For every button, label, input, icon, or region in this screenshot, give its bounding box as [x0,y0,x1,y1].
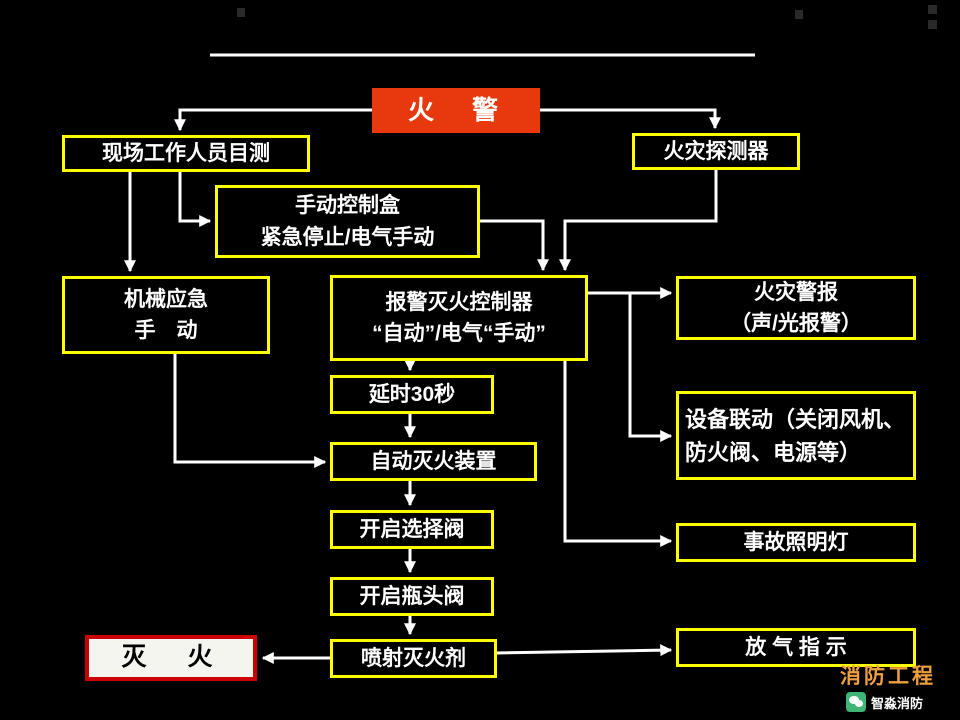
node-bottle-valve-label: 开启瓶头阀 [359,584,465,608]
watermark-brand-text: 消防工程 [840,665,936,688]
node-auto-extinguisher-label: 自动灭火装置 [370,449,497,473]
node-select-valve-label: 开启选择阀 [359,517,465,541]
node-visual-check: 现场工作人员目测 [62,135,310,172]
node-manual-control-box: 手动控制盒 紧急停止/电气手动 [215,185,480,258]
node-controller-line1: 报警灭火控制器 [385,290,533,314]
node-spray-agent-label: 喷射灭火剂 [361,646,466,670]
node-controller: 报警灭火控制器 “自动”/电气“手动” [330,275,588,361]
node-fire-alarm-label: 火 警 [407,95,504,125]
node-bottle-valve: 开启瓶头阀 [330,577,494,616]
node-mechanical-manual-line1: 机械应急 [124,287,208,311]
node-select-valve: 开启选择阀 [330,510,494,549]
node-equipment-linkage-label: 设备联动（关闭风机、防火阀、电源等） [685,406,906,465]
node-fire-alarm: 火 警 [372,88,540,133]
node-accident-light: 事故照明灯 [676,523,916,562]
node-visual-check-label: 现场工作人员目测 [102,141,270,165]
node-fire-warning-line1: 火灾警报 [754,280,838,304]
corner-artifact [795,10,803,19]
node-mechanical-manual: 机械应急 手 动 [62,276,270,354]
node-accident-light-label: 事故照明灯 [743,530,849,554]
watermark-wechat: 智淼消防 [846,692,923,712]
node-extinguish-label: 灭 火 [121,643,221,672]
node-gas-indicator: 放 气 指 示 [676,628,916,667]
node-mechanical-manual-line2: 手 动 [134,319,198,342]
node-controller-line2: “自动”/电气“手动” [372,322,546,345]
node-delay-30s-label: 延时30秒 [368,382,456,406]
node-manual-control-box-line2: 紧急停止/电气手动 [260,225,435,249]
corner-artifact [237,8,245,17]
node-detector-label: 火灾探测器 [663,139,769,163]
node-fire-warning-line2: （声/光报警） [730,312,862,335]
wechat-icon [846,692,866,712]
node-equipment-linkage: 设备联动（关闭风机、防火阀、电源等） [676,391,916,480]
node-manual-control-box-line1: 手动控制盒 [295,194,400,217]
wechat-account-name: 智淼消防 [871,695,924,711]
node-extinguish: 灭 火 [85,635,257,681]
node-fire-warning: 火灾警报 （声/光报警） [676,276,916,340]
node-gas-indicator-label: 放 气 指 示 [745,635,847,659]
node-auto-extinguisher: 自动灭火装置 [330,442,537,481]
node-delay-30s: 延时30秒 [330,375,494,414]
node-detector: 火灾探测器 [632,133,800,170]
watermark: 消防工程 智淼消防 [840,660,936,712]
corner-artifact [928,20,937,29]
corner-artifact [928,5,937,14]
node-spray-agent: 喷射灭火剂 [330,639,497,678]
